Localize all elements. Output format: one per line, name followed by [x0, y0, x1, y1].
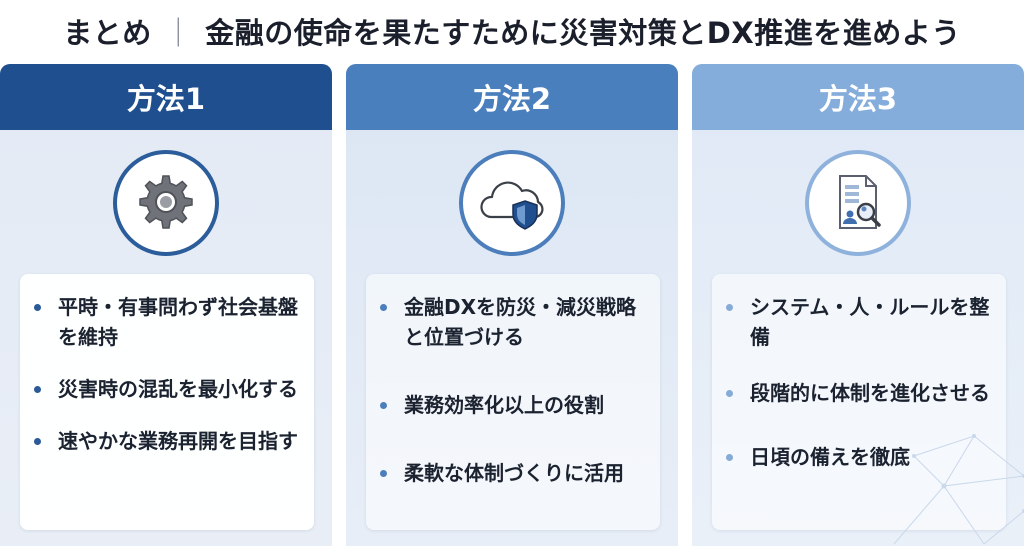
methods-columns: 方法1 平時・有事問わず社会基盤を維持 災害時の混乱を最小化する 速やかな業務再… — [0, 64, 1024, 546]
gear-icon-graphic — [139, 175, 193, 229]
title-lead: まとめ — [63, 16, 152, 50]
list-item: 段階的に体制を進化させる — [712, 378, 1006, 408]
title-separator: ｜ — [163, 16, 194, 50]
method-heading-1: 方法1 — [0, 64, 332, 130]
list-item: 日頃の備えを徹底 — [712, 442, 1006, 472]
bullet-list-3: システム・人・ルールを整備 段階的に体制を進化させる 日頃の備えを徹底 — [712, 274, 1006, 472]
list-item: 柔軟な体制づくりに活用 — [366, 458, 660, 488]
cloud-shield-icon — [459, 150, 565, 256]
method-card-2: 金融DXを防災・減災戦略と位置づける 業務効率化以上の役割 柔軟な体制づくりに活… — [366, 274, 660, 530]
list-item: 速やかな業務再開を目指す — [20, 426, 314, 456]
list-item: システム・人・ルールを整備 — [712, 292, 1006, 352]
method-card-3: システム・人・ルールを整備 段階的に体制を進化させる 日頃の備えを徹底 — [712, 274, 1006, 530]
list-item: 金融DXを防災・減災戦略と位置づける — [366, 292, 660, 352]
method-heading-3: 方法3 — [692, 64, 1024, 130]
cloud-shield-icon-graphic — [480, 181, 544, 230]
bullet-list-2: 金融DXを防災・減災戦略と位置づける 業務効率化以上の役割 柔軟な体制づくりに活… — [366, 274, 660, 488]
page-title: まとめ ｜ 金融の使命を果たすために災害対策とDX推進を進めよう — [0, 0, 1024, 62]
method-heading-2: 方法2 — [346, 64, 678, 130]
gear-icon — [113, 150, 219, 256]
document-search-icon — [805, 150, 911, 256]
bullet-list-1: 平時・有事問わず社会基盤を維持 災害時の混乱を最小化する 速やかな業務再開を目指… — [20, 274, 314, 456]
method-card-1: 平時・有事問わず社会基盤を維持 災害時の混乱を最小化する 速やかな業務再開を目指… — [20, 274, 314, 530]
document-search-icon-graphic — [839, 175, 881, 229]
list-item: 業務効率化以上の役割 — [366, 390, 660, 420]
method-column-3: 方法3 システム・人・ルールを整備 段階的に体制を進化させる 日頃の備えを徹底 — [692, 64, 1024, 546]
method-column-2: 方法2 金融DXを防災・減災戦略と位置づける 業務効率化以上の役割 柔軟な体制づ… — [346, 64, 678, 546]
title-main: 金融の使命を果たすために災害対策とDX推進を進めよう — [205, 16, 961, 50]
method-column-1: 方法1 平時・有事問わず社会基盤を維持 災害時の混乱を最小化する 速やかな業務再… — [0, 64, 332, 546]
network-decoration — [893, 434, 1024, 545]
list-item: 平時・有事問わず社会基盤を維持 — [20, 292, 314, 352]
list-item: 災害時の混乱を最小化する — [20, 374, 314, 404]
